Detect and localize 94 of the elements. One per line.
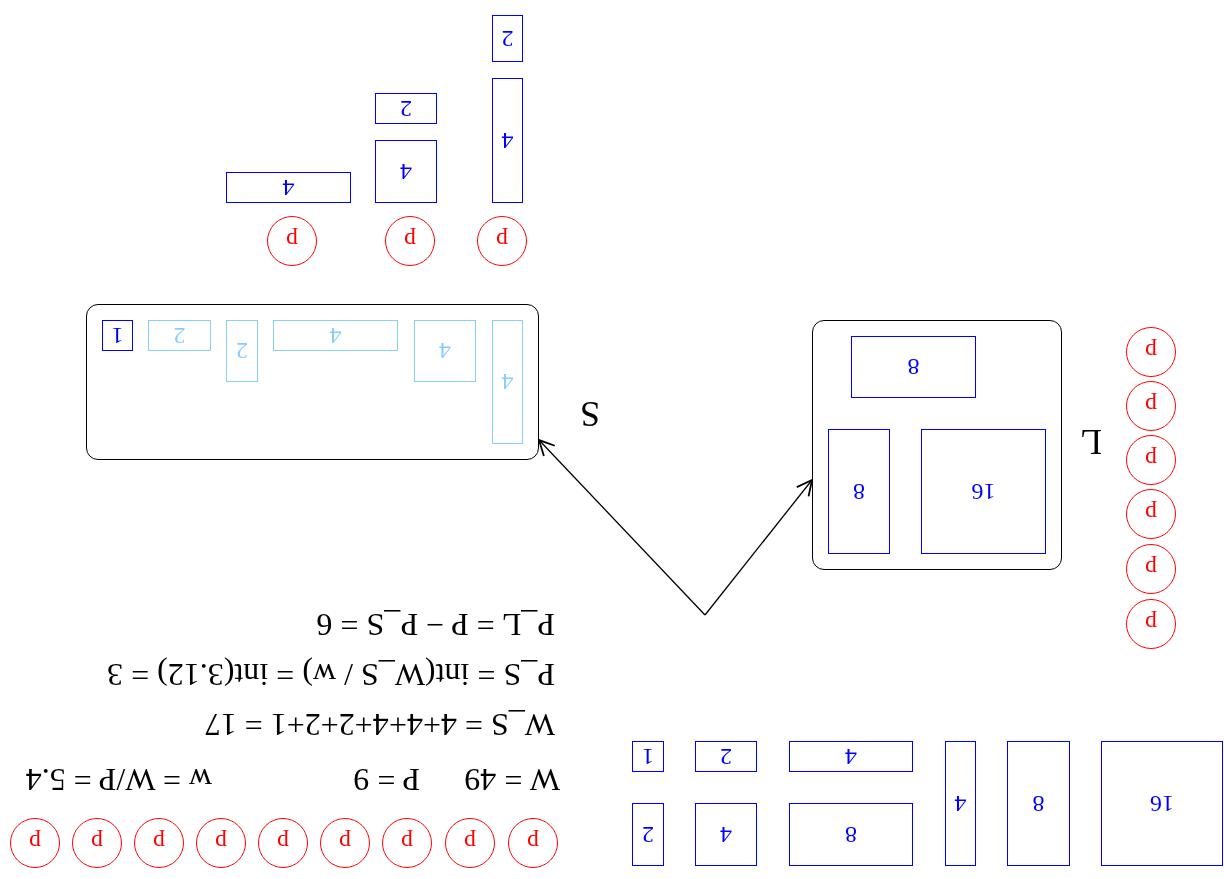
node-label: 2 xyxy=(720,743,732,770)
node-label: 4 xyxy=(845,743,857,770)
formula-text: w = W/P = 5.4 xyxy=(25,764,212,796)
group-container xyxy=(812,320,1062,570)
node-label: 2 xyxy=(642,821,654,848)
token-circle xyxy=(10,818,60,868)
block-box xyxy=(945,741,976,866)
block-box xyxy=(789,803,913,866)
node-label: 4 xyxy=(329,322,342,349)
node-label: p xyxy=(527,829,539,857)
formula-text: W = 49 xyxy=(464,764,560,796)
block-box xyxy=(226,172,351,203)
node-label: p xyxy=(29,829,41,857)
token-circle xyxy=(385,216,435,266)
node-label: 8 xyxy=(1032,790,1045,817)
node-label: 2 xyxy=(236,337,248,365)
block-box xyxy=(492,15,523,62)
block-box xyxy=(1101,741,1223,866)
node-label: p xyxy=(277,829,289,857)
node-label: p xyxy=(1145,446,1157,474)
token-circle xyxy=(196,818,246,868)
group-label: L xyxy=(1080,424,1102,460)
token-circle xyxy=(445,818,495,868)
node-label: 4 xyxy=(720,821,732,848)
block-box xyxy=(695,803,757,866)
node-label: p xyxy=(404,227,416,255)
node-label: 4 xyxy=(282,174,295,201)
node-label: p xyxy=(464,829,476,857)
node-label: 2 xyxy=(173,322,186,349)
group-container xyxy=(86,304,539,460)
token-circle xyxy=(508,818,558,868)
block-box xyxy=(851,336,976,398)
block-box xyxy=(273,320,398,351)
node-label: p xyxy=(496,227,508,255)
node-label: 8 xyxy=(845,821,857,848)
token-circle xyxy=(1126,435,1176,485)
node-label: 16 xyxy=(971,478,996,505)
node-label: p xyxy=(91,829,103,857)
node-label: p xyxy=(401,829,413,857)
token-circle xyxy=(382,818,432,868)
node-label: p xyxy=(339,829,351,857)
block-box xyxy=(492,78,523,203)
token-circle xyxy=(1126,544,1176,594)
block-box xyxy=(1007,741,1070,866)
node-label: p xyxy=(1145,500,1157,528)
block-box xyxy=(632,803,664,866)
block-box xyxy=(921,429,1046,554)
node-label: 1 xyxy=(111,322,124,349)
token-circle xyxy=(320,818,370,868)
block-box xyxy=(375,140,437,203)
node-label: 4 xyxy=(439,337,451,365)
block-box xyxy=(375,93,437,124)
formula-text: W_S = 4+4+4+2+2+1 = 17 xyxy=(204,709,555,741)
token-circle xyxy=(1126,489,1176,539)
block-box xyxy=(102,320,133,351)
block-box xyxy=(148,320,211,351)
node-label: 8 xyxy=(907,353,920,381)
block-box xyxy=(695,741,757,772)
node-label: 4 xyxy=(954,790,967,817)
token-circle xyxy=(1126,327,1176,377)
node-label: 2 xyxy=(501,25,514,52)
formula-text: P_S = int(W_S / w) = int(3.12) = 3 xyxy=(107,659,555,691)
block-box xyxy=(492,320,523,444)
token-circle xyxy=(1126,381,1176,431)
block-box xyxy=(632,741,664,772)
formula-text: P_L = P − P_S = 6 xyxy=(316,609,555,641)
block-box xyxy=(414,320,476,382)
block-box xyxy=(226,320,258,382)
token-circle xyxy=(267,216,317,266)
formula-text: P = 9 xyxy=(353,764,420,796)
node-label: p xyxy=(1145,555,1157,583)
arrow xyxy=(704,479,813,616)
node-label: 1 xyxy=(642,743,654,770)
group-label: S xyxy=(579,396,600,432)
token-circle xyxy=(72,818,122,868)
node-label: 4 xyxy=(501,127,514,154)
token-circle xyxy=(477,216,527,266)
node-label: 8 xyxy=(853,478,865,505)
node-label: p xyxy=(215,829,227,857)
block-box xyxy=(789,741,913,772)
token-circle xyxy=(258,818,308,868)
node-label: p xyxy=(1145,610,1157,638)
node-label: p xyxy=(1145,392,1157,420)
node-label: p xyxy=(153,829,165,857)
token-circle xyxy=(134,818,184,868)
node-label: 16 xyxy=(1150,790,1174,817)
token-circle xyxy=(1126,599,1176,649)
arrow xyxy=(538,439,706,616)
node-label: 2 xyxy=(400,95,412,122)
node-label: 4 xyxy=(400,158,412,185)
node-label: 4 xyxy=(501,368,514,396)
block-box xyxy=(828,429,890,554)
node-label: p xyxy=(1145,338,1157,366)
node-label: p xyxy=(286,227,298,255)
